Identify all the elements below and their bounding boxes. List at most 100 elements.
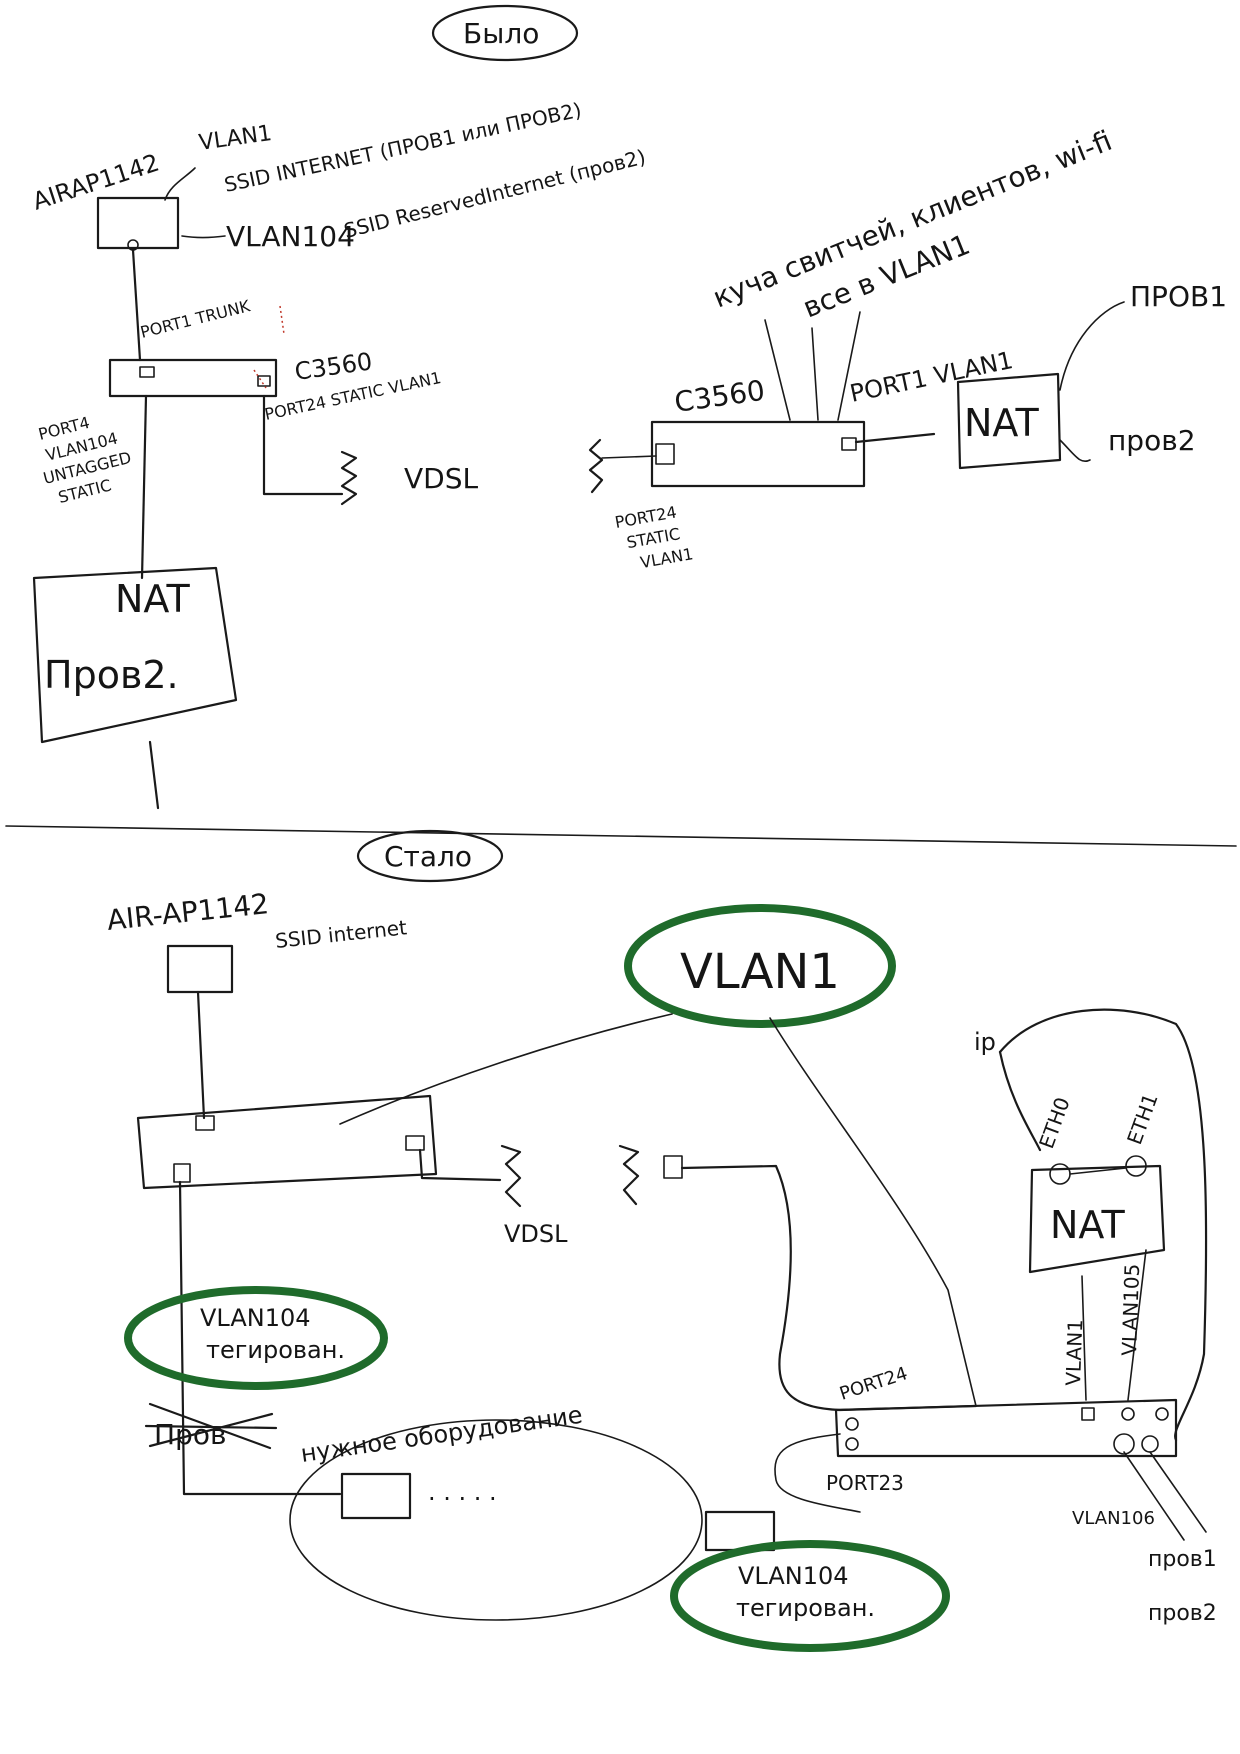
before-title-oval [431, 4, 579, 62]
after-title-oval [356, 829, 504, 883]
before-ap-vlan1: VLAN1 [197, 121, 273, 156]
after-router-left [998, 1050, 1042, 1152]
after-vlan104-a: VLAN104 тегирован. [200, 1304, 345, 1364]
before-vdsl-line [262, 394, 344, 496]
before-vdsl-modem [340, 450, 358, 506]
before-ap-name: AIRAP1142 [29, 149, 162, 216]
after-port23: PORT23 [826, 1471, 904, 1495]
before-nat-left-box [32, 566, 238, 744]
after-vdsl-modem [500, 1144, 522, 1208]
after-modem2-port [663, 1155, 683, 1179]
before-switch-left-label: C3560 [293, 347, 374, 386]
after-port24: PORT24 [837, 1363, 910, 1405]
before-ap-box [96, 196, 180, 250]
before-prov1-right: ПРОВ1 [1130, 280, 1227, 313]
after-switch-access-port-c [1155, 1407, 1169, 1421]
after-nat-box [1028, 1164, 1166, 1274]
after-router-outline [998, 1008, 1208, 1442]
after-eth1: ETH1 [1122, 1090, 1163, 1148]
section-divider [5, 825, 1237, 847]
after-nat: NAT [1050, 1203, 1125, 1247]
after-switch-access-port-e [1141, 1435, 1159, 1453]
after-equipment-dots: . . . . . [428, 1478, 497, 1506]
after-switch-access [834, 1398, 1178, 1458]
before-switch-left-port24 [257, 375, 271, 387]
after-eth-link [1069, 1167, 1127, 1175]
before-nat-left-uplink [148, 740, 160, 810]
before-nat-line [140, 394, 148, 580]
before-nat-right-box [956, 372, 1062, 470]
after-switch-access-port24 [845, 1417, 859, 1431]
after-port23-link [774, 1433, 861, 1513]
before-ap-vlan1-line [164, 167, 196, 201]
after-prov1: пров1 [1148, 1547, 1217, 1572]
before-ap-vlan104: VLAN104 [226, 220, 355, 253]
after-vlan104-oval-a [124, 1286, 388, 1390]
after-switch-main-port1 [195, 1115, 215, 1131]
after-vlan106: VLAN106 [1072, 1508, 1155, 1529]
after-switch-main [136, 1094, 438, 1190]
before-nat-link [854, 432, 936, 444]
after-eth0: ETH0 [1034, 1094, 1075, 1152]
before-trunk-line [131, 248, 142, 362]
before-port1-right: PORT1 VLAN1 [847, 346, 1015, 408]
before-prov2-left: Пров2. [44, 653, 179, 697]
before-clients-line1: куча свитчей, клиентов, wi-fi [708, 124, 1116, 315]
after-vlan1-to-switch [339, 1013, 673, 1125]
before-port1-trunk: PORT1 TRUNK [138, 296, 252, 342]
after-eth1-port [1125, 1155, 1147, 1177]
before-modem-right-link [601, 455, 657, 459]
before-switch-right-port1 [841, 437, 857, 451]
before-prov2-right: пров2 [1108, 424, 1196, 457]
before-title: Было [463, 17, 539, 50]
after-eth0-port [1049, 1163, 1071, 1185]
after-equipment-oval [289, 1419, 703, 1621]
after-vlan1-label: VLAN1 [1061, 1319, 1087, 1386]
after-ap-box [166, 944, 234, 994]
after-title: Стало [384, 840, 472, 873]
after-switch-main-port24 [405, 1135, 425, 1151]
before-nat-left-label: NAT [115, 577, 190, 621]
before-switch-right-label: C3560 [672, 374, 767, 419]
before-switch-right-port24 [655, 443, 675, 465]
before-nat-right-label: NAT [964, 401, 1039, 445]
before-switch-left [108, 358, 278, 398]
after-switch-main-port4 [173, 1163, 191, 1183]
after-vdsl: VDSL [504, 1220, 568, 1248]
after-vdsl-line [418, 1148, 502, 1182]
before-switch-right [650, 420, 866, 488]
before-port24-right: PORT24 STATIC VLAN1 [613, 501, 694, 575]
before-port4-label: PORT4 VLAN104 UNTAGGED STATIC [31, 404, 144, 510]
after-section: Стало AIR-AP1142 SSID internet VLAN1 VDS… [105, 829, 1217, 1652]
after-ip: ip [974, 1028, 996, 1056]
after-vlan105: VLAN105 [1117, 1263, 1144, 1356]
after-switch-access-port23 [845, 1437, 859, 1451]
after-prov-lines [1123, 1451, 1207, 1541]
after-modem2 [618, 1144, 640, 1206]
after-vlan104-b: VLAN104 тегирован. [736, 1562, 875, 1622]
before-client-lines [764, 311, 861, 421]
after-equipment: нужное оборудование [299, 1401, 584, 1468]
after-switch-access-port-a [1081, 1407, 1095, 1421]
after-vlan1: VLAN1 [680, 944, 840, 1000]
before-vdsl-label: VDSL [404, 462, 478, 495]
after-vlan104-oval-b [670, 1540, 950, 1652]
before-red-marks [253, 305, 285, 389]
after-crossout [144, 1402, 278, 1450]
after-vlan1-down [1081, 1275, 1087, 1401]
before-ap-vlan104-line [181, 235, 226, 239]
before-prov2-line [1059, 439, 1091, 462]
after-ssid: SSID internet [274, 915, 408, 953]
after-ap-link [196, 990, 206, 1120]
after-switch-access-port-d [1113, 1433, 1135, 1455]
after-ap-name: AIR-AP1142 [105, 887, 270, 937]
before-modem-right [588, 438, 604, 494]
after-vlan1-oval [624, 904, 896, 1028]
after-switch-access-port-b [1121, 1407, 1135, 1421]
after-equipment-box-a [340, 1472, 412, 1520]
after-modem2-link [680, 1164, 978, 1412]
after-trunk-down [178, 1180, 342, 1496]
after-vlan1-to-port24 [769, 1017, 977, 1407]
before-switch-left-port1 [139, 366, 155, 378]
